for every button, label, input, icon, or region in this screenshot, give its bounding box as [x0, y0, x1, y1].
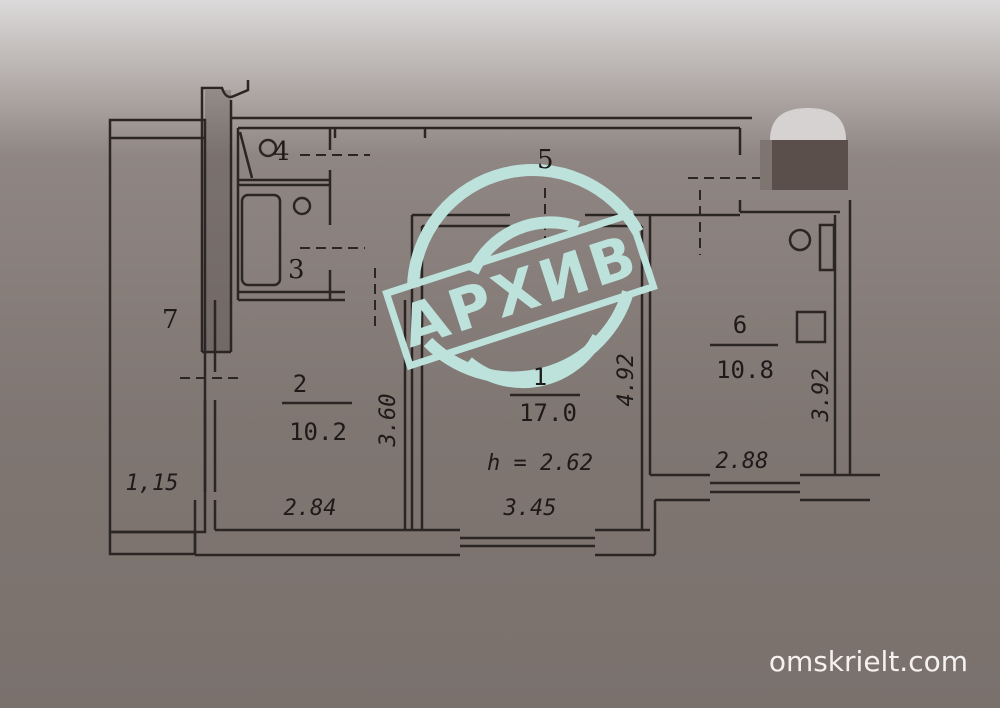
room-2-width: 2.84 [284, 496, 337, 521]
room-6-width: 2.88 [716, 449, 769, 474]
corridor-walls [231, 116, 840, 255]
room-6-walls [650, 200, 880, 502]
room-1-area: 17.0 [519, 399, 577, 427]
room-1-number: 1 [533, 363, 547, 391]
archive-stamp: АРХИВ [382, 164, 658, 389]
sink-icon [292, 196, 312, 216]
room-2-number: 2 [293, 370, 307, 398]
room-1-width: 3.45 [503, 496, 557, 521]
room-5-label: 5 [537, 145, 554, 175]
stove-icon [788, 228, 812, 252]
bathroom-walls [236, 128, 376, 330]
ventilation-shaft [200, 80, 250, 354]
balcony-width: 1,15 [126, 471, 179, 496]
room-1-depth: 4.92 [614, 354, 639, 407]
loggia-walls [108, 118, 207, 556]
room-7-label: 7 [162, 305, 179, 335]
room-6-depth: 3.92 [809, 369, 834, 423]
ceiling-height: h = 2.62 [487, 451, 593, 476]
room-2-area: 10.2 [289, 418, 347, 446]
bathtub-icon [240, 193, 282, 287]
room-4-label: 4 [273, 137, 290, 167]
blurred-patch [760, 108, 848, 190]
watermark: omskrielt.com [768, 645, 968, 678]
toilet-icon [258, 138, 278, 158]
room-6-number: 6 [733, 311, 747, 339]
room-2-walls [180, 215, 460, 557]
room-2-depth: 3.60 [376, 394, 401, 448]
sink-icon [795, 310, 827, 344]
room-6-area: 10.8 [716, 356, 774, 384]
room-3-label: 3 [288, 255, 305, 285]
stamp-text: АРХИВ [393, 221, 647, 361]
